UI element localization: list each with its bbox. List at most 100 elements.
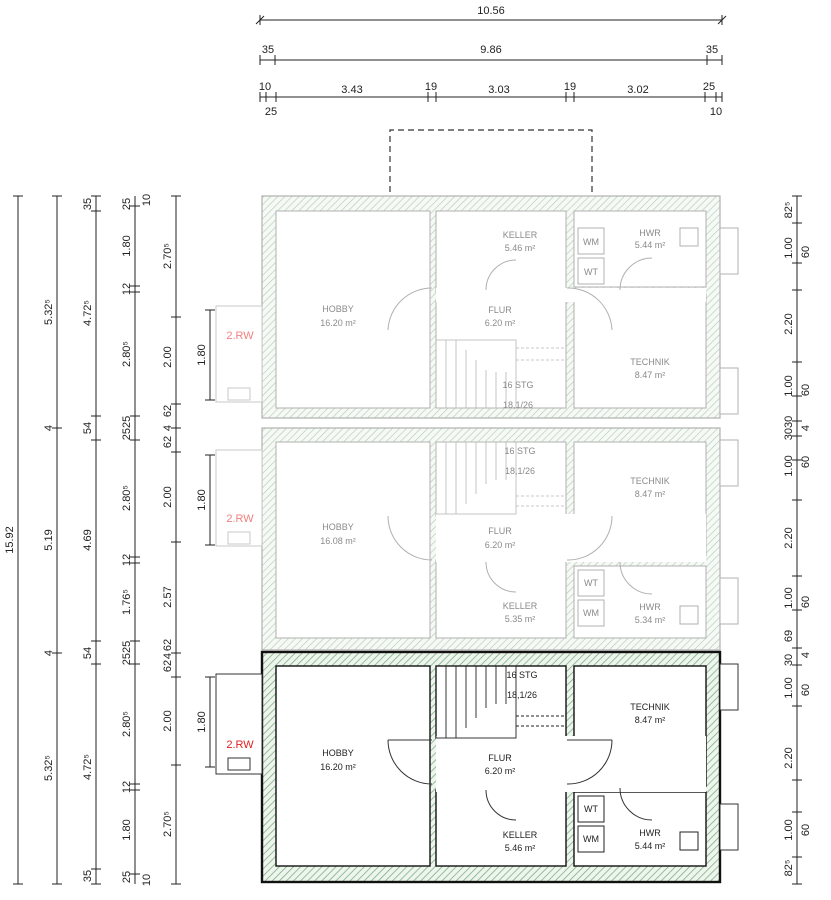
dim-left-c5-c: 2.00	[162, 346, 174, 367]
dim-left-c4-a: 25	[121, 198, 133, 210]
dim-left-c4-d: 2.80⁵	[121, 341, 133, 367]
dim-left-c5-j: 4	[162, 653, 174, 659]
u1-keller-area: 5.46 m²	[505, 243, 536, 253]
u2-flur-label: FLUR	[488, 526, 512, 536]
u3-hwr-area: 5.44 m²	[635, 841, 666, 851]
u2-hobby-label: HOBBY	[322, 522, 354, 532]
u1-wm-label: WM	[583, 237, 599, 247]
u3-hobby-area: 16.20 m²	[320, 762, 356, 772]
dim-right-h: 4	[800, 425, 812, 431]
u1-stair-steps: 16 STG	[502, 380, 533, 390]
dim-top-row3-g: 25	[703, 81, 715, 93]
dim-left-c5-f: 62	[162, 436, 174, 448]
dim-top-row3-a: 10	[259, 81, 271, 93]
dim-left-c4-j: 2.80⁵	[121, 711, 133, 737]
dim-top-row3-sub-a: 25	[265, 106, 277, 118]
right-dimension-labels: 82⁵ 1.00 60 2.20 1.00 60 3030 4 1.00 60 …	[783, 202, 812, 877]
dim-left-c2-b: 4	[43, 425, 55, 431]
u3-technik-label: TECHNIK	[630, 702, 670, 712]
dim-right-k: 2.20	[783, 527, 795, 548]
dim-top-row3-d: 3.03	[488, 84, 509, 96]
u2-keller-area: 5.35 m²	[505, 614, 536, 624]
dim-left-c4-b: 1.80	[121, 235, 133, 256]
dim-left-c5-n: 10	[141, 874, 153, 886]
dim-left-c6-b: 1.80	[196, 489, 208, 510]
u3-rw-label: 2.RW	[226, 739, 254, 751]
dim-right-b: 1.00	[783, 237, 795, 258]
dim-left-c3-d: 4.69	[82, 529, 94, 550]
u1-flur-area: 6.20 m²	[485, 318, 516, 328]
u3-hobby-label: HOBBY	[322, 748, 354, 758]
dim-right-f: 60	[800, 384, 812, 396]
unit-3: HOBBY 16.20 m² KELLER 5.46 m² HWR 5.44 m…	[215, 650, 739, 884]
dim-top-row3-e: 19	[564, 81, 576, 93]
dim-left-c5-k: 62	[162, 660, 174, 672]
u2-flur-area: 6.20 m²	[485, 540, 516, 550]
dim-left-c5-e: 4	[162, 425, 174, 431]
u2-hwr-area: 5.34 m²	[635, 615, 666, 625]
unit-2: HOBBY 16.08 m² KELLER 5.35 m² HWR 5.34 m…	[215, 427, 739, 651]
dim-right-e: 1.00	[783, 375, 795, 396]
dim-right-a: 82⁵	[783, 202, 795, 219]
dim-left-c4-h: 1.76⁵	[121, 589, 133, 615]
dim-left-c2-c: 5.19	[43, 529, 55, 550]
u2-rw-label: 2.RW	[226, 513, 254, 525]
u3-stair-ratio: 18,1/26	[507, 690, 537, 700]
terrace-outline	[389, 129, 593, 192]
dim-right-s: 2.20	[783, 747, 795, 768]
dim-left-c4-l: 1.80	[121, 819, 133, 840]
dim-left-c3-e: 54	[82, 647, 94, 659]
dim-left-c3-b: 4.72⁵	[82, 300, 94, 326]
dim-right-l: 1.00	[783, 587, 795, 608]
u1-technik-area: 8.47 m²	[635, 370, 666, 380]
dim-right-u: 60	[800, 824, 812, 836]
dim-left-c4-g: 12	[121, 554, 133, 566]
left-dimension-labels: 15.92 5.32⁵ 4 5.19 4 5.32⁵ 35 4.72⁵ 54 4…	[4, 194, 208, 886]
u1-hobby-area: 16.20 m²	[320, 318, 356, 328]
dim-left-c2-e: 5.32⁵	[43, 755, 55, 781]
dim-left-c3-a: 35	[82, 198, 94, 210]
dim-left-c3-g: 35	[82, 870, 94, 882]
u2-wm-label: WM	[583, 608, 599, 618]
u1-keller-label: KELLER	[503, 230, 538, 240]
u1-hobby-label: HOBBY	[322, 304, 354, 314]
u2-stair-ratio: 18,1/26	[505, 466, 535, 476]
dim-left-c5-d: 62	[162, 405, 174, 417]
u2-wt-label: WT	[584, 578, 598, 588]
unit-1: HOBBY 16.20 m² KELLER 5.46 m² HWR 5.44 m…	[215, 195, 739, 419]
u2-stair-steps: 16 STG	[504, 446, 535, 456]
dim-right-r: 60	[800, 684, 812, 696]
top-dimensions	[255, 15, 727, 102]
dim-right-i: 1.00	[783, 455, 795, 476]
dim-left-c5-g: 2.00	[162, 486, 174, 507]
dim-left-c5-b: 2.70⁵	[162, 243, 174, 269]
dim-left-c6-a: 1.80	[196, 344, 208, 365]
dim-left-c5-h: 2.57	[162, 586, 174, 607]
dim-top-row3-b: 3.43	[341, 84, 362, 96]
dim-left-c4-f: 2.80⁵	[121, 485, 133, 511]
dim-left-c4-k: 12	[121, 781, 133, 793]
u1-wt-label: WT	[584, 267, 598, 277]
dim-top-row2-a: 35	[262, 44, 274, 56]
u1-technik-label: TECHNIK	[630, 357, 670, 367]
dim-left-c4-e: 2525	[121, 416, 133, 440]
dim-right-g: 3030	[783, 416, 795, 440]
u3-hwr-label: HWR	[639, 828, 661, 838]
u2-technik-label: TECHNIK	[630, 476, 670, 486]
dim-left-total: 15.92	[4, 526, 16, 554]
dim-left-c4-i: 2525	[121, 641, 133, 665]
dim-left-c4-c: 12	[121, 283, 133, 295]
u3-keller-label: KELLER	[503, 830, 538, 840]
u3-stair-steps: 16 STG	[506, 670, 537, 680]
dim-top-row2-b: 9.86	[480, 44, 501, 56]
dim-right-d: 2.20	[783, 313, 795, 334]
u1-flur-label: FLUR	[488, 305, 512, 315]
dim-left-c2-d: 4	[43, 650, 55, 656]
dim-left-c5-l: 2.00	[162, 710, 174, 731]
u1-hwr-area: 5.44 m²	[635, 240, 666, 250]
dim-right-c: 60	[800, 246, 812, 258]
dim-right-t: 1.00	[783, 819, 795, 840]
dim-left-c3-f: 4.72⁵	[82, 754, 94, 780]
dim-left-c2-a: 5.32⁵	[43, 299, 55, 325]
